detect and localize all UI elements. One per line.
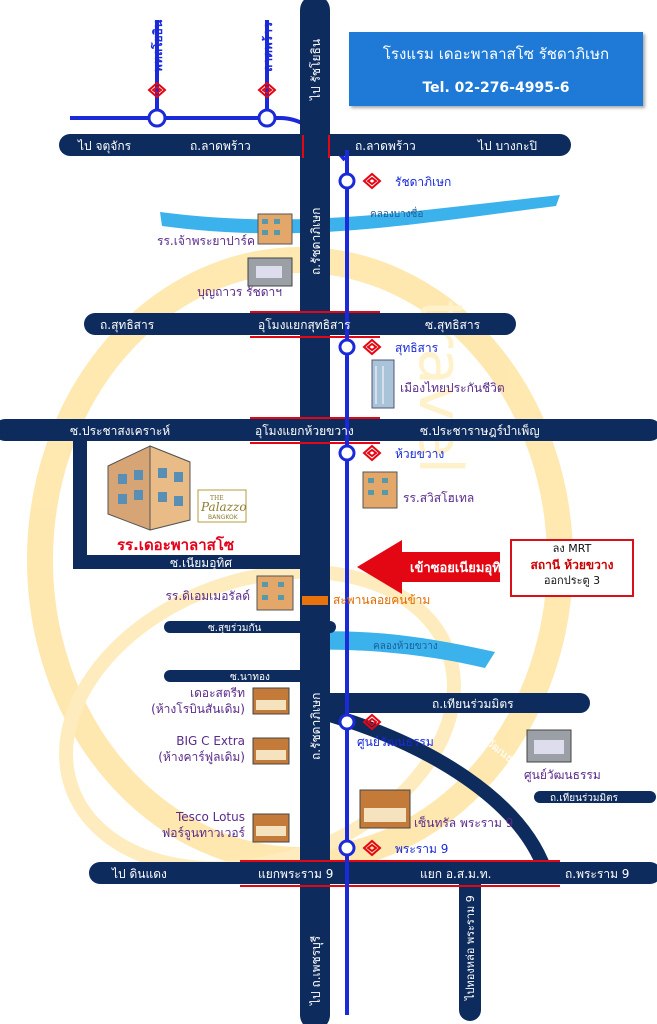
- place-label-footbridge: สะพานลอยคนข้าม: [333, 593, 430, 607]
- footbridge-marker: [302, 596, 328, 605]
- place-label-tesco-2: ฟอร์จูนทาวเวอร์: [162, 826, 246, 841]
- road-label-thianruammit: ถ.เทียนร่วมมิตร: [432, 697, 514, 711]
- arrow-label: เข้าซอยเนียมอุทิศ: [410, 560, 510, 576]
- central-mall-icon: [359, 789, 411, 829]
- place-label-tesco-1: Tesco Lotus: [175, 810, 245, 824]
- road-label-pracha-songkhro: ซ.ประชาสงเคราะห์: [70, 424, 170, 438]
- hotel-name-label: รร.เดอะพาลาสโซ: [117, 535, 234, 554]
- mrt-stations: [147, 108, 356, 857]
- canal-label-bangsue: คลองบางซื่อ: [370, 206, 423, 220]
- road-label-soi9: ไปทองหล่อ พระราม 9: [464, 895, 477, 1001]
- station-latphrao-marker: [257, 108, 277, 128]
- bunthawon-building-icon: [247, 257, 293, 287]
- muangthai-tower-icon: [371, 359, 395, 409]
- mrt-note-exit: ออกประตู 3: [543, 574, 601, 587]
- canal-bangsue: [160, 195, 560, 234]
- building-icons: [107, 213, 572, 843]
- station-phahon-marker: [147, 108, 167, 128]
- road-label-dindaeng: ไป ดินแดง: [111, 867, 167, 881]
- place-label-swissotel: รร.สวิสโฮเทล: [403, 491, 474, 505]
- hotel-header: โรงแรม เดอะพาลาสโซ รัชดาภิเษก Tel. 02-27…: [349, 32, 643, 106]
- emerald-building-icon: [256, 575, 294, 611]
- mrt-note-line1: ลง MRT: [552, 542, 592, 555]
- chaophraya-building-icon: [257, 213, 293, 245]
- tunnel-markers: [240, 135, 560, 887]
- place-label-thestreet-1: เดอะสตรีท: [190, 686, 245, 700]
- road-label-bangkapi: ไป บางกะปิ: [477, 139, 537, 153]
- road-label-sutthisan-east: ซ.สุทธิสาร: [425, 318, 481, 333]
- station-ratchada-marker: [338, 172, 356, 190]
- hotel-phone: Tel. 02-276-4995-6: [422, 80, 570, 96]
- place-label-thestreet-2: (ห้างโรบินสันเดิม): [151, 702, 245, 716]
- station-rama9-marker: [338, 839, 356, 857]
- road-label-phetchaburi: ไป ถ.เพชรบุรี: [309, 935, 324, 1006]
- place-label-culture-center: ศูนย์วัฒนธรรม: [524, 768, 601, 783]
- station-culture-marker: [338, 713, 356, 731]
- station-label-culture: ศูนย์วัฒนธรรม: [357, 735, 434, 750]
- station-label-sutthisan: สุทธิสาร: [395, 341, 439, 356]
- station-label-rama9: พระราม 9: [395, 842, 448, 856]
- palazzo-logo-the: THE: [210, 495, 224, 502]
- place-label-bigc-1: BIG C Extra: [176, 734, 245, 748]
- palazzo-logo: THE Palazzo BANGKOK: [197, 489, 247, 523]
- road-label-chatuchak: ไป จตุจักร: [77, 139, 132, 154]
- place-label-diamond: รร.ดิเอมเมอรัลด์: [165, 589, 250, 603]
- tesco-mall-icon: [252, 813, 290, 843]
- road-label-nathong: ซ.นาทอง: [230, 672, 270, 683]
- bigc-mall-icon: [252, 737, 290, 765]
- place-label-bigc-2: (ห้างคาร์ฟูลเดิม): [158, 750, 245, 765]
- road-label-ratchada-lower: ถ.รัชดาภิเษก: [309, 693, 323, 760]
- palazzo-hotel-building-icon: [107, 445, 191, 531]
- station-label-latphrao: ลาดพร้าว: [261, 22, 275, 72]
- road-label-sutthisan-tunnel: อุโมงแยกสุทธิสาร: [258, 318, 351, 333]
- palazzo-logo-name: Palazzo: [200, 500, 247, 514]
- road-label-osmt-junction: แยก อ.ส.ม.ท.: [420, 867, 491, 881]
- road-label-nianuthit: ซ.เนียมอุทิศ: [170, 556, 232, 571]
- road-label-thianruammit-2: ถ.เทียนร่วมมิตร: [550, 792, 619, 804]
- road-label-ratchada-upper: ถ.รัชดาภิเษก: [309, 208, 323, 275]
- station-label-ratchada: รัชดาภิเษก: [395, 175, 451, 189]
- road-label-rama9-junction: แยกพระราม 9: [258, 867, 333, 881]
- road-label-ratchayothin: ไป รัชโยธิน: [309, 39, 323, 101]
- road-label-sukruamkan: ซ.สุขร่วมกัน: [208, 623, 262, 634]
- road-label-latphrao-west: ถ.ลาดพร้าว: [190, 139, 251, 153]
- road-label-sutthisan-west: ถ.สุทธิสาร: [100, 318, 155, 333]
- road-label-pracharat-bamphen: ซ.ประชาราษฎร์บำเพ็ญ: [420, 423, 540, 438]
- mrt-logo-icons: [147, 81, 382, 857]
- mrt-exit-note: ลง MRT สถานี ห้วยขวาง ออกประตู 3: [510, 539, 634, 597]
- mrt-note-station: สถานี ห้วยขวาง: [530, 558, 614, 572]
- road-label-rama9: ถ.พระราม 9: [565, 867, 629, 881]
- road-label-latphrao-east: ถ.ลาดพร้าว: [355, 139, 416, 153]
- place-label-bunthawon: บุญถาวร รัชดาฯ: [197, 285, 282, 300]
- station-label-huaikhwang: ห้วยขวาง: [395, 447, 444, 461]
- station-sutthisan-marker: [338, 338, 356, 356]
- direction-arrow-icon: [357, 540, 500, 594]
- canal-label-huaikhwang: คลองห้วยขวาง: [373, 640, 438, 652]
- thestreet-mall-icon: [252, 687, 290, 715]
- station-huaikhwang-marker: [338, 444, 356, 462]
- palazzo-logo-bangkok: BANGKOK: [208, 514, 239, 521]
- place-label-chaophraya: รร.เจ้าพระยาปาร์ค: [157, 234, 255, 248]
- road-label-huaikhwang-tunnel: อุโมงแยกห้วยขวาง: [255, 424, 354, 439]
- place-label-muangthai: เมืองไทยประกันชีวิต: [400, 381, 505, 395]
- place-label-central: เซ็นทรัล พระราม 9: [414, 815, 513, 830]
- swissotel-building-icon: [362, 471, 398, 509]
- station-label-phahon: พหลโยธิน: [150, 19, 165, 72]
- hotel-title: โรงแรม เดอะพาลาสโซ รัชดาภิเษก: [382, 45, 610, 63]
- culture-center-building-icon: [526, 729, 572, 763]
